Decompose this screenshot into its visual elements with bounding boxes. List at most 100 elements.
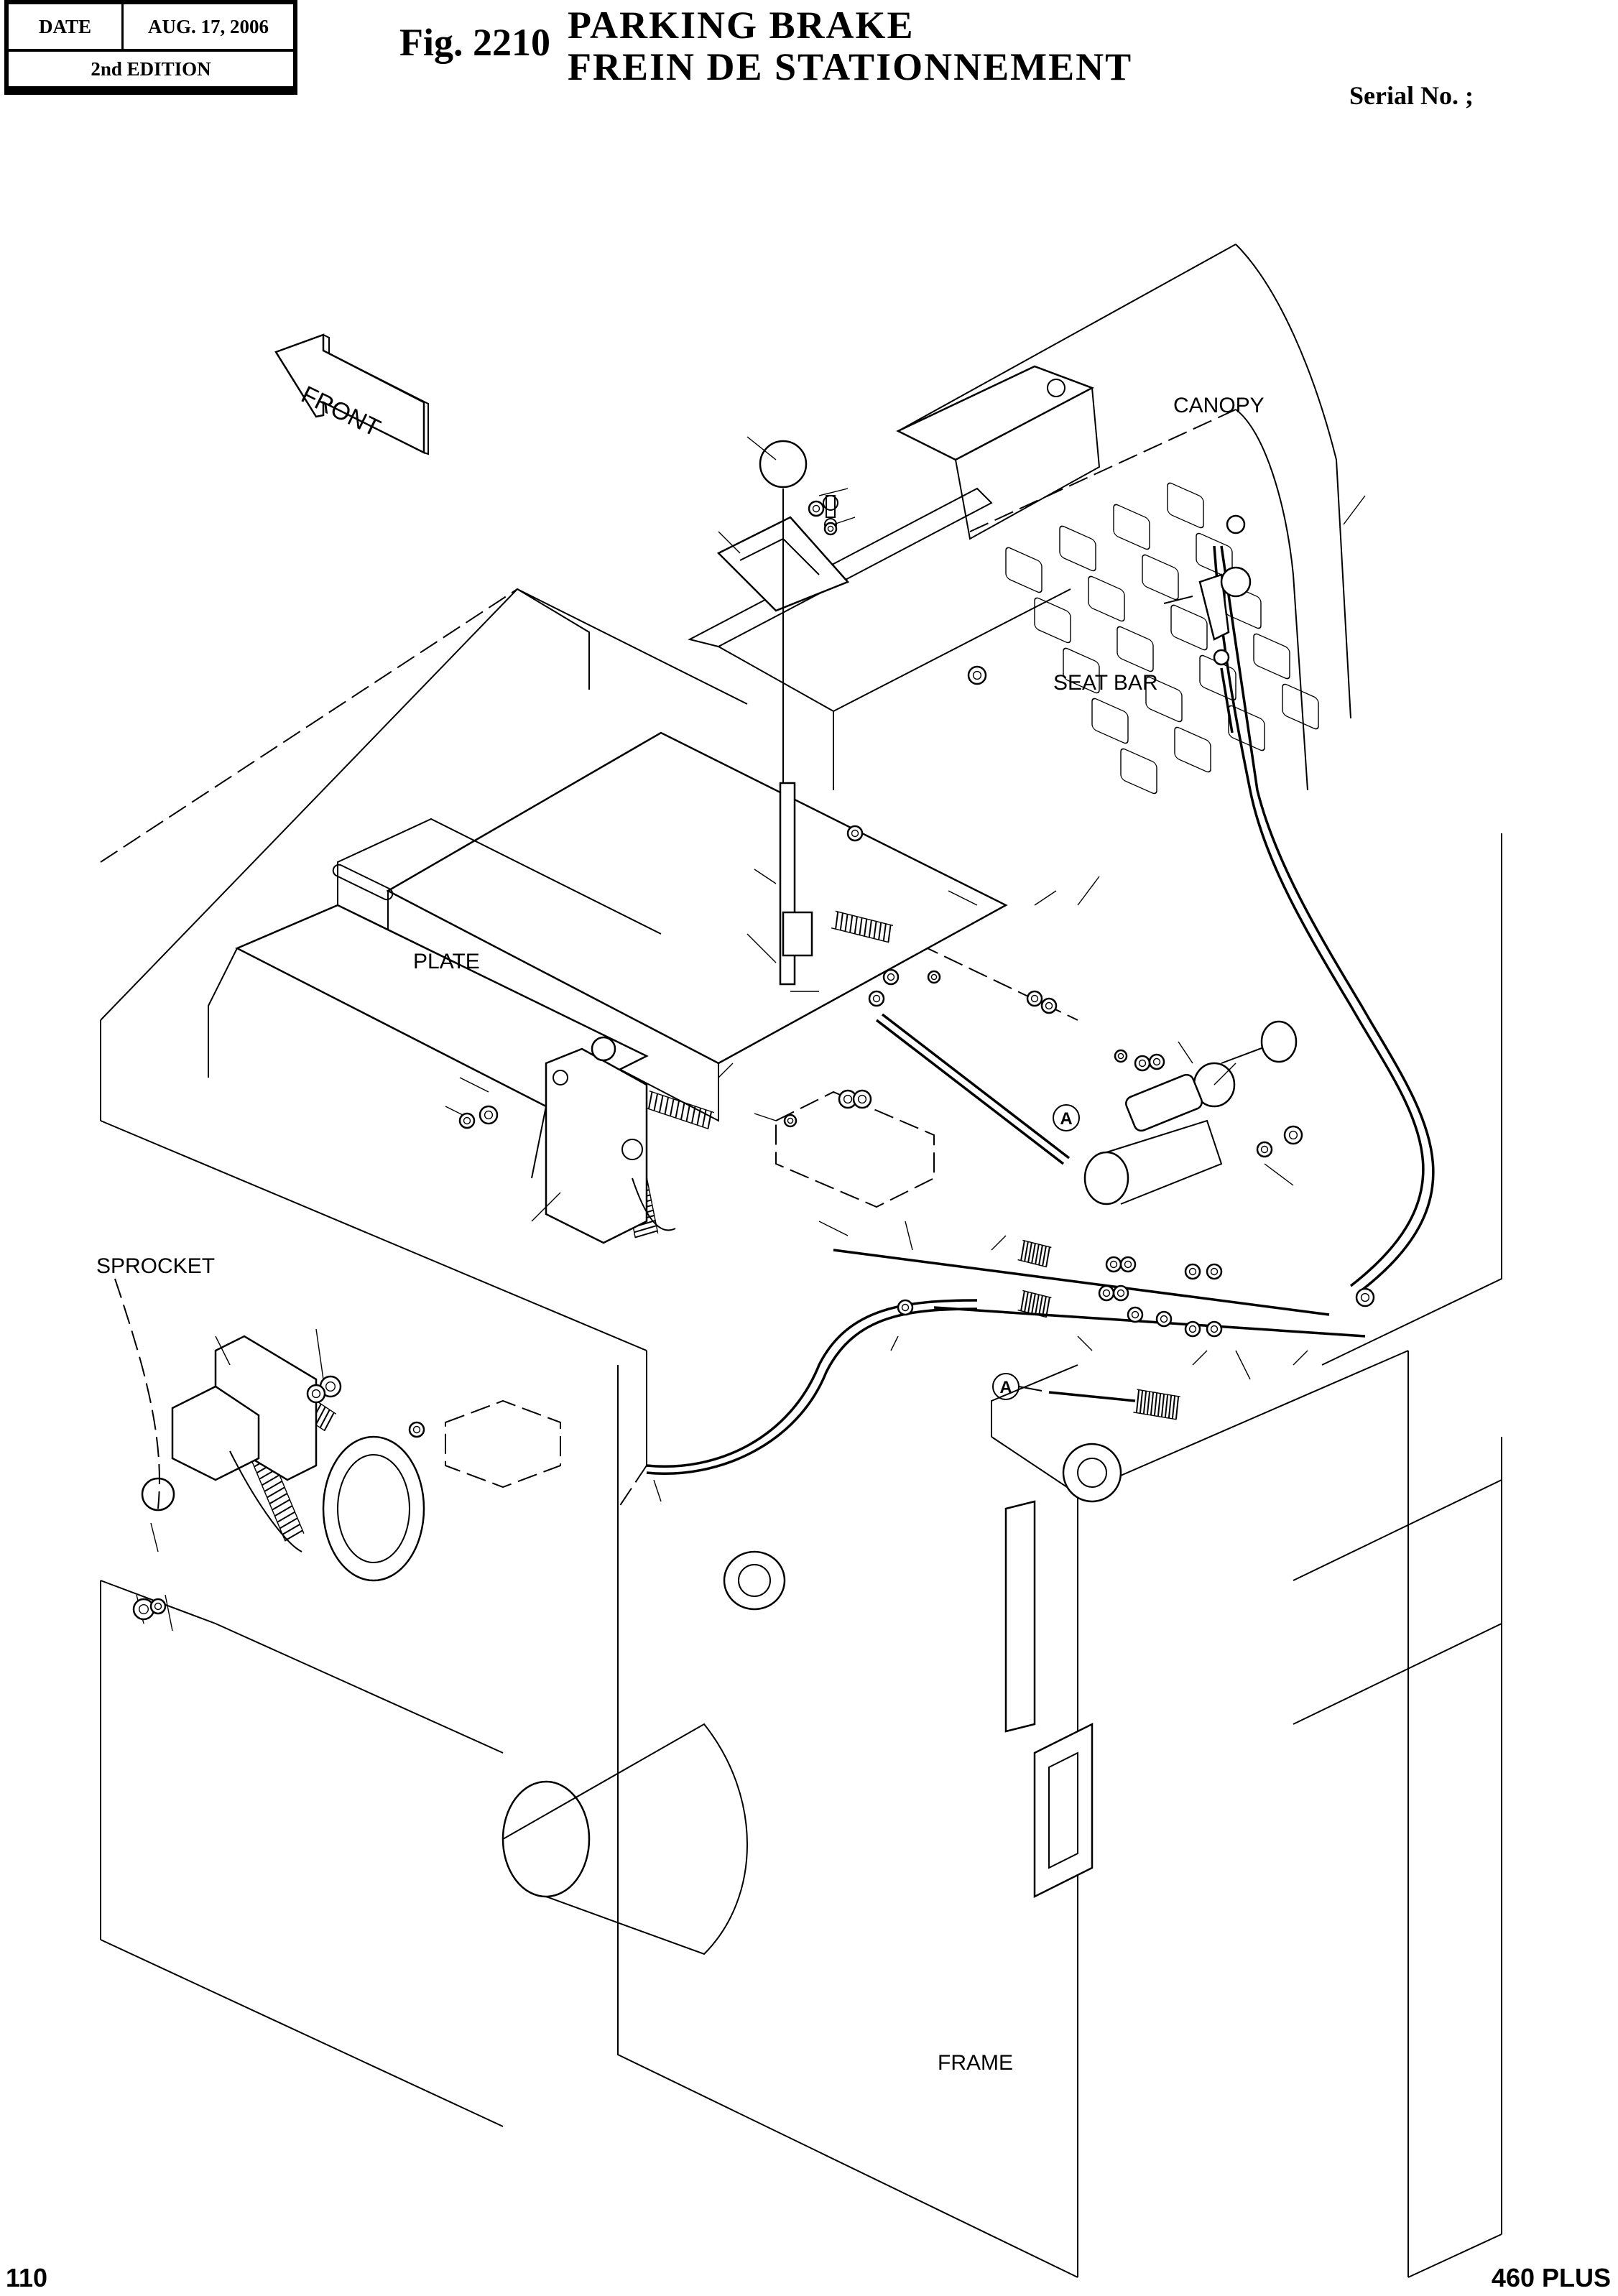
nut-icon: [149, 1598, 167, 1615]
seat-bar-grid-cell: [1117, 626, 1154, 672]
nut-icon: [852, 1089, 872, 1109]
nut-icon: [1105, 1256, 1122, 1273]
figure-number: Fig. 2210: [399, 21, 550, 64]
nut-icon: [882, 968, 900, 986]
seat-bar-grid-cell: [1167, 482, 1204, 529]
leader-line: [1178, 1041, 1193, 1064]
nut-icon: [479, 1105, 499, 1125]
knob-ball-icon: [759, 440, 808, 489]
leader-line: [315, 1328, 324, 1380]
nut-icon: [1134, 1055, 1151, 1072]
revision-box: DATE AUG. 17, 2006 2nd EDITION: [4, 0, 297, 95]
page-number: 110: [6, 2263, 48, 2292]
nut-icon: [1098, 1284, 1115, 1302]
leader-line: [1343, 495, 1366, 525]
callout-a-upper: [1053, 1104, 1080, 1131]
seat-bar-grid-cell: [1145, 676, 1183, 723]
leader-line: [991, 1235, 1007, 1251]
seat-bar-grid-cell: [1063, 647, 1100, 694]
leader-line: [1235, 1350, 1251, 1380]
cable-lower: [646, 1299, 978, 1468]
leader-line: [746, 933, 777, 963]
linkage-blocks: [445, 1091, 935, 1489]
seat-bar-grid-cell: [1253, 633, 1290, 680]
brake-bracket-mid: [545, 1036, 676, 1244]
leader-line: [1034, 890, 1057, 906]
nut-icon: [808, 500, 825, 517]
leader-line: [1192, 1350, 1208, 1366]
leader-line: [215, 1336, 231, 1366]
canopy-outline: [897, 244, 1351, 791]
bolt-icon: [141, 1477, 175, 1512]
washer-icon: [1226, 514, 1246, 534]
callout-a-markers: A A: [992, 1104, 1136, 1402]
label-sprocket: SPROCKET: [96, 1254, 216, 1278]
seat-bar-grid-cell: [1059, 525, 1096, 572]
model-name: 460 PLUS: [1491, 2263, 1611, 2292]
nut-icon: [897, 1299, 914, 1316]
leader-line: [531, 1192, 561, 1222]
nut-icon: [1119, 1256, 1137, 1273]
nut-icon: [1148, 1053, 1165, 1070]
leader-line: [905, 1221, 913, 1251]
seat-bar-grid-cell: [1113, 504, 1150, 550]
label-seat-bar: SEAT BAR: [1053, 671, 1158, 695]
date-label: DATE: [9, 4, 124, 49]
canopy-bracket: [896, 365, 1101, 540]
linkage-rod: [875, 1013, 1071, 1165]
nut-icon: [1040, 997, 1058, 1014]
nut-icon: [846, 825, 864, 842]
page-title-english: PARKING BRAKE: [568, 4, 915, 47]
nut-icon: [1355, 1287, 1375, 1307]
spring-icon: [1017, 1239, 1052, 1268]
nut-icon: [927, 970, 941, 984]
seat-bar-grid-cell: [1196, 532, 1233, 579]
seat-bar-grid-cell: [1005, 547, 1043, 593]
leader-line: [890, 1336, 899, 1351]
date-value: AUG. 17, 2006: [148, 15, 269, 37]
leader-line: [818, 488, 849, 496]
spring-icon: [1133, 1389, 1180, 1420]
nut-icon: [1184, 1320, 1201, 1338]
seat-bar-grid-cell: [1120, 748, 1157, 795]
seat-bar-grid-cell: [1142, 554, 1179, 601]
nut-icon: [1256, 1141, 1273, 1158]
nut-icon: [1114, 1049, 1128, 1063]
leader-line: [459, 1077, 489, 1093]
nut-icon: [458, 1112, 476, 1129]
nut-icon: [1213, 649, 1230, 666]
callout-a-lower-text: A: [999, 1378, 1012, 1397]
nut-icon: [823, 522, 838, 536]
label-canopy: CANOPY: [1173, 394, 1265, 417]
callout-a-upper-text: A: [1060, 1109, 1072, 1129]
nut-icon: [1206, 1263, 1223, 1280]
leader-line: [754, 869, 777, 884]
brake-handle-assembly: [716, 440, 850, 986]
leader-line: [1264, 1163, 1294, 1186]
edition-label: 2nd EDITION: [91, 57, 211, 80]
leader-line: [818, 1221, 849, 1236]
seat-bar-grid: [1005, 482, 1319, 795]
seat-bar-grid-cell: [1170, 604, 1208, 651]
page-title-french: FREIN DE STATIONNEMENT: [568, 45, 1133, 88]
label-plate: PLATE: [413, 950, 480, 973]
nut-icon: [1283, 1125, 1303, 1145]
label-frame: FRAME: [938, 2051, 1013, 2075]
revision-date-row: DATE AUG. 17, 2006: [9, 4, 293, 52]
pivot-tube: [1083, 1020, 1298, 1205]
nut-icon: [967, 665, 987, 685]
plate: [208, 818, 662, 1179]
nut-icon: [783, 1114, 798, 1128]
nut-icon: [868, 990, 885, 1007]
front-arrow-icon: [274, 333, 429, 455]
leader-line: [165, 1594, 173, 1631]
nut-icon: [306, 1384, 326, 1404]
frame-features: [322, 1435, 1122, 1955]
nut-icon: [1206, 1320, 1223, 1338]
bolt-icon: [591, 1036, 616, 1062]
seat-bar-grid-cell: [1091, 698, 1129, 744]
leader-line: [718, 531, 741, 554]
leader-line: [718, 1063, 734, 1078]
leader-line: [833, 517, 856, 525]
leader-line: [1293, 1350, 1308, 1366]
